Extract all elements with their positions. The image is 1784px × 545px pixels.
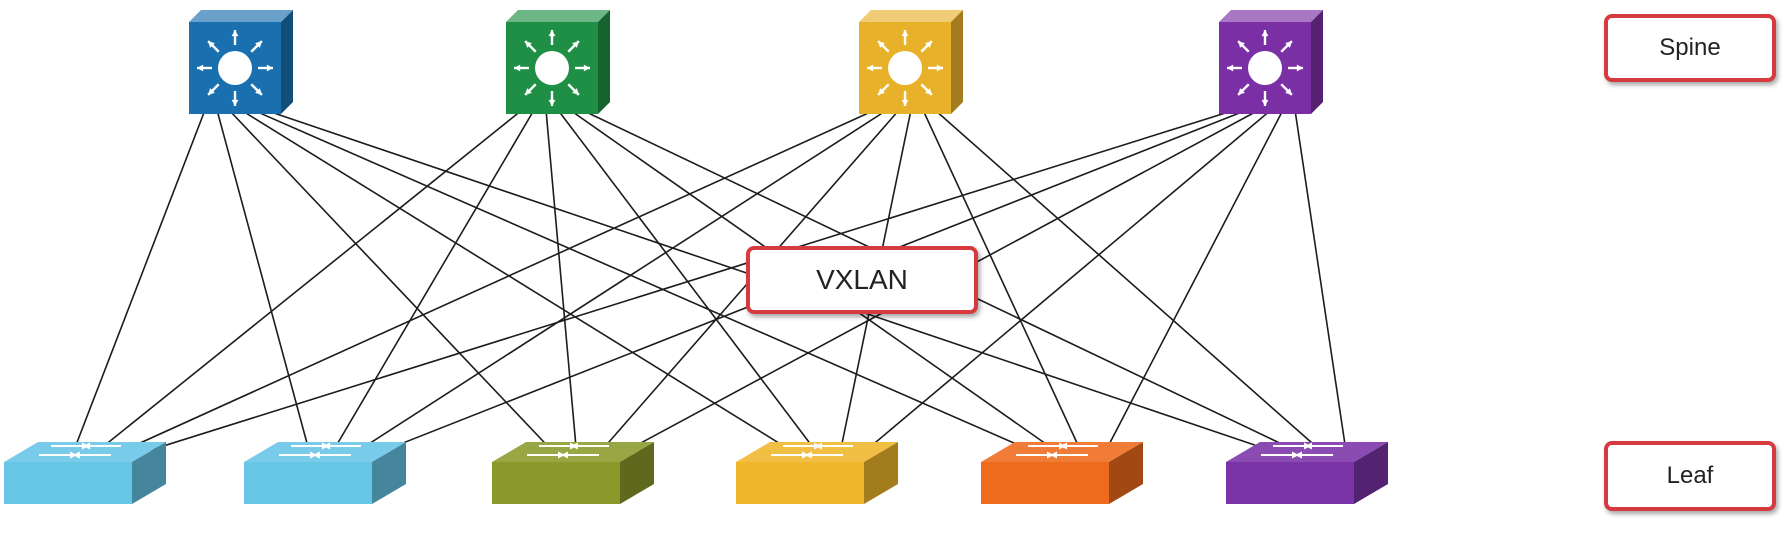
spine-switch-2	[506, 10, 610, 114]
link-spine4-leaf5	[1101, 109, 1284, 459]
spine-switch-4	[1219, 10, 1323, 114]
workgroup-switch-icon	[4, 442, 166, 504]
layer3-switch-icon	[859, 10, 963, 114]
link-spine3-leaf1	[106, 109, 876, 459]
workgroup-switch-icon	[492, 442, 654, 504]
link-spine2-leaf2	[328, 109, 535, 459]
layer3-switch-icon	[189, 10, 293, 114]
spine-layer	[189, 10, 1323, 114]
link-spine2-leaf4	[557, 109, 822, 459]
leaf-switch-5	[981, 442, 1143, 504]
leaf-switch-4	[736, 442, 898, 504]
vxlan-label: VXLAN	[746, 246, 978, 314]
spine-switch-3	[859, 10, 963, 114]
leaf-layer	[4, 442, 1388, 504]
leaf-switch-6	[1226, 442, 1388, 504]
workgroup-switch-icon	[736, 442, 898, 504]
link-spine4-leaf6	[1294, 109, 1348, 459]
link-spine1-leaf4	[240, 109, 804, 459]
layer3-switch-icon	[506, 10, 610, 114]
link-spine3-leaf6	[934, 109, 1330, 459]
link-spine2-leaf1	[88, 109, 523, 459]
link-spine3-leaf5	[922, 109, 1085, 459]
link-spine3-leaf2	[346, 109, 888, 459]
spine-switch-1	[189, 10, 293, 114]
leaf-switch-3	[492, 442, 654, 504]
workgroup-switch-icon	[981, 442, 1143, 504]
link-spine1-leaf3	[228, 109, 560, 459]
workgroup-switch-icon	[244, 442, 406, 504]
workgroup-switch-icon	[1226, 442, 1388, 504]
spine-label: Spine	[1604, 14, 1776, 82]
layer3-switch-icon	[1219, 10, 1323, 114]
leaf-label: Leaf	[1604, 441, 1776, 511]
leaf-switch-2	[244, 442, 406, 504]
link-spine2-leaf3	[545, 109, 578, 459]
link-spine1-leaf1	[70, 109, 206, 459]
link-spine1-leaf5	[252, 109, 1049, 459]
link-spine1-leaf2	[216, 109, 312, 459]
leaf-label-text: Leaf	[1666, 462, 1714, 489]
links-layer	[70, 109, 1348, 459]
vxlan-label-text: VXLAN	[816, 264, 908, 295]
link-spine4-leaf4	[856, 109, 1272, 459]
leaf-switch-1	[4, 442, 166, 504]
spine-label-text: Spine	[1659, 34, 1721, 61]
link-spine4-leaf1	[124, 109, 1236, 459]
